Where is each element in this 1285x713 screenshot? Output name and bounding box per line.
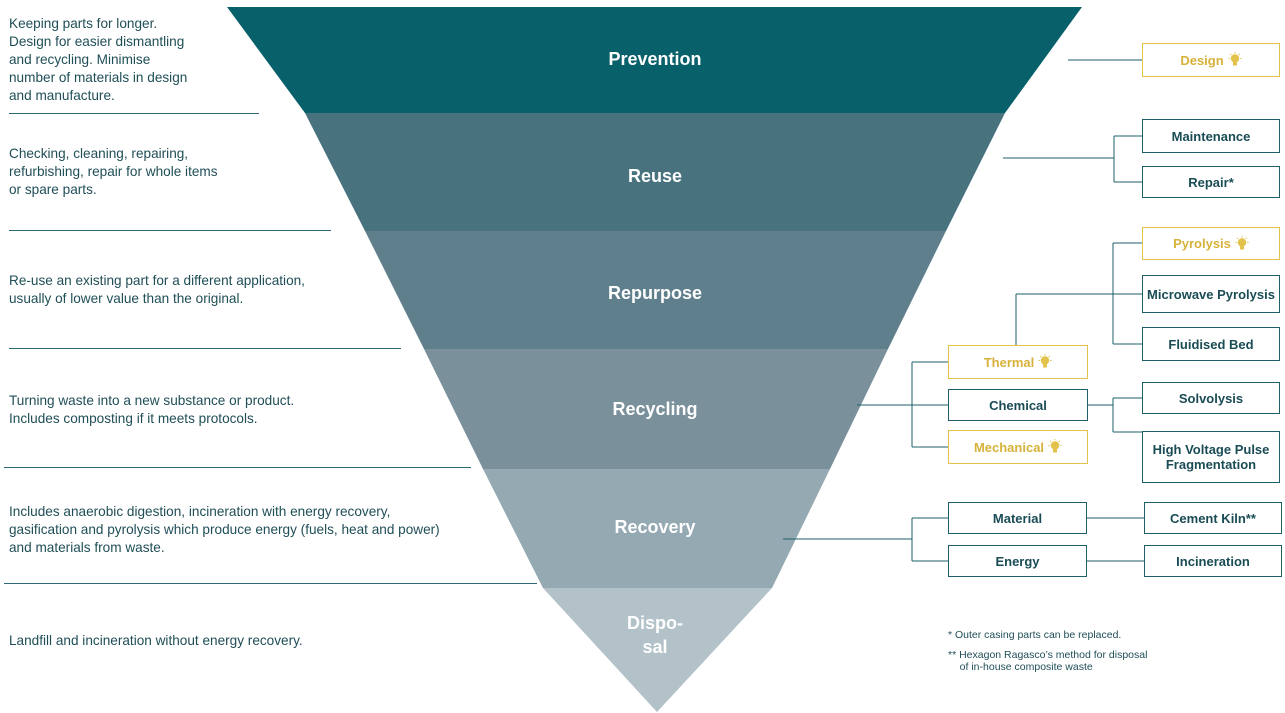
divider <box>9 113 259 114</box>
box-pyrolysis: Pyrolysis <box>1142 227 1280 260</box>
desc-recovery: Includes anaerobic digestion, incinerati… <box>9 504 440 555</box>
label-disposal: Dispo- sal <box>627 613 683 657</box>
divider <box>4 583 537 584</box>
footnote-1: * Outer casing parts can be replaced. <box>948 629 1122 641</box>
footnote-2: ** Hexagon Ragasco’s method for disposal… <box>948 649 1148 673</box>
box-label: Mechanical <box>973 439 1045 455</box>
box-label: Repair* <box>1188 174 1234 190</box>
box-thermal: Thermal <box>948 345 1088 379</box>
box-high-voltage-pulse-fragmentation: High Voltage Pulse Fragmentation <box>1142 431 1280 483</box>
box-solvolysis: Solvolysis <box>1142 382 1280 414</box>
lightbulb-icon <box>1228 52 1242 66</box>
label-reuse: Reuse <box>627 166 683 186</box>
divider <box>4 467 471 468</box>
label-recycling: Recycling <box>612 399 698 419</box>
label-repurpose: Repurpose <box>607 283 703 303</box>
layer-repurpose <box>365 231 946 349</box>
box-label: Material <box>992 510 1043 526</box>
box-label: Fluidised Bed <box>1168 336 1254 352</box>
layer-recovery <box>483 469 830 588</box>
lightbulb-icon <box>1048 439 1062 453</box>
desc-repurpose: Re-use an existing part for a different … <box>9 273 305 306</box>
box-label: Maintenance <box>1171 128 1251 144</box>
box-mechanical: Mechanical <box>948 430 1088 464</box>
box-fluidised-bed: Fluidised Bed <box>1142 327 1280 361</box>
layer-disposal <box>543 588 772 712</box>
desc-prevention: Keeping parts for longer. Design for eas… <box>9 16 188 103</box>
box-label: Energy <box>995 553 1040 569</box>
lightbulb-icon <box>1235 235 1249 249</box>
box-energy: Energy <box>948 545 1087 577</box>
desc-disposal: Landfill and incineration without energy… <box>9 633 303 648</box>
box-label: Solvolysis <box>1178 390 1244 406</box>
box-cement-kiln: Cement Kiln** <box>1144 502 1282 534</box>
box-label: Cement Kiln** <box>1170 510 1256 526</box>
box-label: Thermal <box>983 354 1035 370</box>
divider <box>9 230 331 231</box>
box-label: Incineration <box>1176 553 1250 569</box>
box-design: Design <box>1142 43 1280 77</box>
box-label: Pyrolysis <box>1173 236 1231 251</box>
desc-reuse: Checking, cleaning, repairing, refurbish… <box>9 146 218 197</box>
divider <box>9 348 401 349</box>
box-repair: Repair* <box>1142 166 1280 198</box>
box-material: Material <box>948 502 1087 534</box>
box-label: Chemical <box>989 397 1047 413</box>
layer-reuse <box>305 113 1005 231</box>
box-maintenance: Maintenance <box>1142 119 1280 153</box>
box-label: High Voltage Pulse Fragmentation <box>1152 442 1270 472</box>
label-recovery: Recovery <box>614 517 696 537</box>
box-label: Design <box>1180 52 1224 68</box>
box-microwave-pyrolysis: Microwave Pyrolysis <box>1142 275 1280 313</box>
connector-lines <box>783 59 1144 562</box>
desc-recycling: Turning waste into a new substance or pr… <box>9 393 295 426</box>
layer-recycling <box>424 349 888 469</box>
layer-prevention <box>227 7 1082 113</box>
box-incineration: Incineration <box>1144 545 1282 577</box>
lightbulb-icon <box>1038 354 1052 368</box>
label-prevention: Prevention <box>608 49 702 69</box>
box-chemical: Chemical <box>948 389 1088 421</box>
box-label: Microwave Pyrolysis <box>1147 286 1275 302</box>
